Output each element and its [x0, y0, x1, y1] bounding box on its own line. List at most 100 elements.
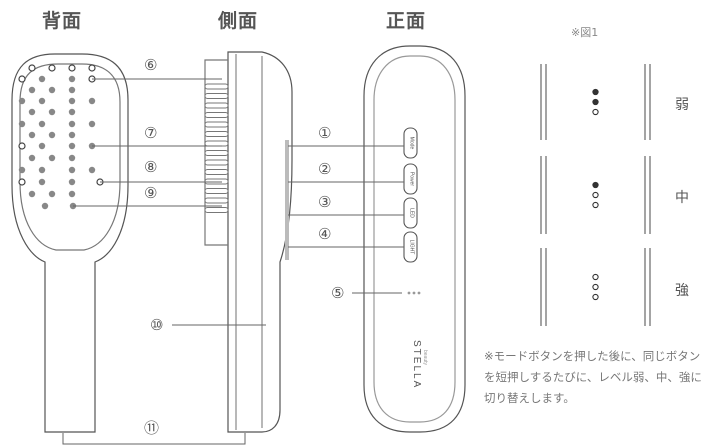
bristle-dot: [68, 97, 76, 105]
callout-10: ⑩: [150, 316, 164, 334]
level-indicator-dot: [592, 201, 599, 209]
level-label-strong: 強: [675, 283, 689, 299]
bristle-dot: [48, 64, 56, 72]
back-outline: [11, 53, 129, 433]
side-tooth: [204, 207, 229, 213]
front-button: [403, 197, 418, 229]
callout-5: ⑤: [331, 284, 345, 302]
brand-name: STELLA: [411, 340, 422, 389]
level-indicator-dot: [592, 273, 599, 281]
bristle-dot: [38, 142, 46, 150]
bristle-dot: [28, 190, 36, 198]
front-outline: [363, 45, 466, 433]
side-tooth: [204, 131, 229, 137]
led-indicators: [407, 291, 421, 295]
bristle-dot: [88, 166, 96, 174]
level-label-weak: 弱: [675, 97, 689, 113]
bristle-dot: [28, 154, 36, 162]
side-body-outline: [227, 51, 293, 433]
front-button-label: Mode: [409, 137, 415, 150]
bristle-dot: [48, 86, 56, 94]
side-tooth: [204, 150, 229, 156]
front-button-label: LIGHT: [409, 240, 415, 255]
callout-2: ②: [318, 160, 332, 178]
side-tooth: [204, 197, 229, 204]
side-view-title: 側面: [218, 10, 259, 32]
side-bristles: [204, 83, 229, 213]
bristle-dot: [28, 64, 36, 72]
mode-note: ※モードボタンを押した後に、同じボタンを短押しするたびに、レベル弱、中、強に切り…: [484, 349, 702, 405]
bristle-dot: [68, 64, 76, 72]
level-label-medium: 中: [675, 190, 689, 206]
bristle-dot: [28, 131, 36, 139]
bristle-dot: [28, 108, 36, 116]
level-indicator-dot: [592, 181, 599, 189]
front-view-title: 正面: [386, 10, 427, 32]
bristle-dot: [38, 166, 46, 174]
front-panel: [373, 55, 456, 423]
bristle-dot: [38, 120, 46, 128]
bristle-dot: [41, 202, 49, 210]
bristle-dot: [28, 86, 36, 94]
bristle-dot: [68, 86, 76, 94]
side-view: [204, 51, 293, 433]
back-view-title: 背面: [42, 10, 83, 32]
bristle-dot: [18, 120, 26, 128]
bristle-dot: [38, 178, 46, 186]
level-indicator-dot: [592, 293, 599, 301]
level-indicator-dot: [592, 191, 599, 199]
front-button-label: LED: [409, 208, 415, 218]
back-brush-pad: [19, 63, 121, 251]
bristle-dot: [18, 178, 26, 186]
side-tooth: [204, 112, 229, 118]
back-view: [11, 53, 129, 433]
front-view: [285, 45, 466, 433]
bristle-dot: [68, 75, 76, 83]
bristle-dot: [18, 142, 26, 150]
bristle-dot: [18, 75, 26, 83]
bristle-dot: [18, 166, 26, 174]
callout-1: ①: [318, 124, 332, 142]
bristle-dot: [38, 97, 46, 105]
bristle-dot: [88, 120, 96, 128]
level-indicator-dot: [592, 88, 599, 96]
side-tooth: [204, 169, 229, 175]
level-indicator-dot: [592, 108, 599, 116]
brand-sub: beauty: [422, 350, 428, 366]
leader-lines: [62, 78, 404, 445]
callout-11: ⑪: [144, 419, 160, 437]
side-tooth: [204, 83, 229, 90]
side-tooth: [204, 140, 229, 147]
side-tooth: [204, 159, 229, 166]
side-tooth: [204, 93, 229, 99]
level-indicator-dot: [592, 98, 599, 106]
side-tooth: [204, 102, 229, 109]
callout-3: ③: [318, 193, 332, 211]
bristle-dot: [68, 142, 76, 150]
bristle-dot: [48, 131, 56, 139]
bristle-dot: [38, 75, 46, 83]
bristle-dot: [68, 131, 76, 139]
bristle-dot: [48, 190, 56, 198]
level-indicator-dot: [592, 283, 599, 291]
bristle-dot: [48, 108, 56, 116]
bristle-dot: [88, 64, 96, 72]
bristle-dot: [68, 178, 76, 186]
front-button: [403, 127, 418, 159]
bristle-dot: [68, 190, 76, 198]
bristle-dot: [18, 97, 26, 105]
front-button-label: Power: [409, 172, 415, 187]
front-button: [403, 163, 418, 195]
bristle-dot: [48, 154, 56, 162]
figure-1: [540, 64, 651, 326]
bristle-dot: [68, 108, 76, 116]
side-tooth: [204, 121, 229, 128]
bristle-dot: [68, 166, 76, 174]
bristle-dot: [68, 120, 76, 128]
figure-label: ※図1: [571, 26, 599, 39]
callout-7: ⑦: [144, 124, 158, 142]
bristle-dot: [68, 154, 76, 162]
side-tooth: [204, 188, 229, 194]
